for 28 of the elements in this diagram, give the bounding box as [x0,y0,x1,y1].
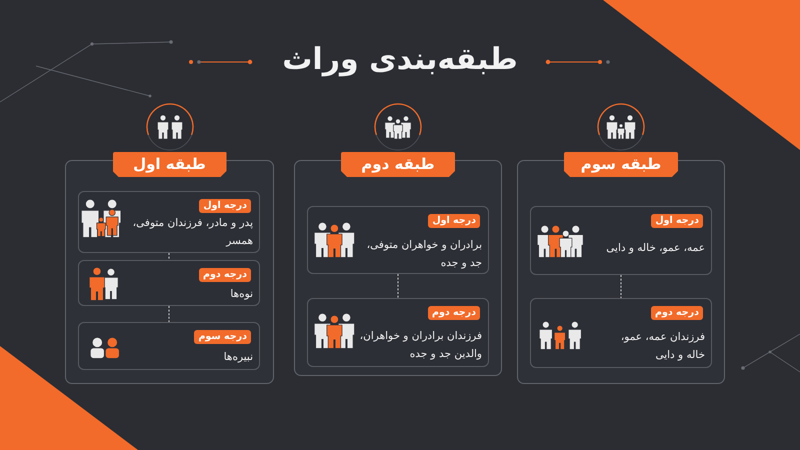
tag: درجه دوم [428,306,480,320]
description-text: عمه، عمو، خاله و دایی [605,241,705,256]
tab: طبقه اول [112,152,226,177]
card [530,298,712,368]
card [78,191,260,253]
description-text: پدر و مادر، فرزندان متوفی، همسر [132,216,253,249]
tag: درجه اول [651,214,703,228]
description-text: فرزندان عمه، عمو، خاله و دایی [620,330,705,363]
connector [168,252,170,260]
tag: درجه اول [428,214,480,228]
connector [620,274,622,298]
card [307,206,489,274]
card [78,322,260,370]
tab: طبقه سوم [564,152,678,177]
tag: درجه دوم [198,268,251,282]
description-text: برادران و خواهران متوفی، جد و جده [366,238,482,271]
title: طبقه‌بندی وراث [282,41,518,79]
tag: درجه سوم [194,330,251,344]
connector [168,306,170,322]
card [78,260,260,306]
description-text: فرزندان برادران و خواهران، والدین جد و جده [358,329,482,362]
description-text: نوه‌ها [229,287,253,302]
tag: درجه دوم [650,306,703,320]
card [530,206,712,275]
description-text: نبیره‌ها [222,350,253,365]
card [307,298,489,367]
tab: طبقه دوم [341,152,455,177]
tag: درجه اول [199,199,251,213]
